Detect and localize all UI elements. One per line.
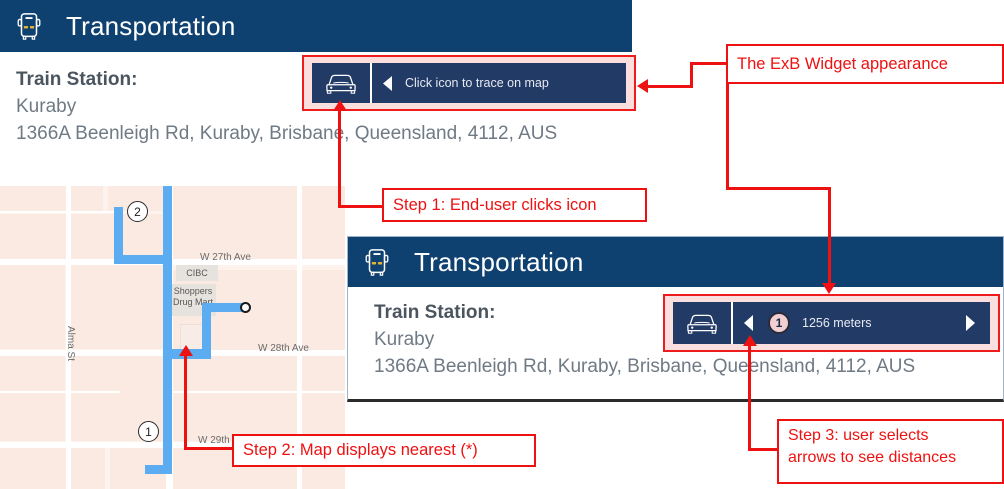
map-block [0, 448, 105, 489]
map-block [0, 186, 103, 211]
card-title: Transportation [66, 10, 236, 41]
map-street-label: W 29th [198, 435, 230, 446]
field-label: Train Station: [374, 302, 496, 323]
field-address: 1366A Beenleigh Rd, Kuraby, Brisbane, Qu… [374, 356, 916, 377]
map-pin-1[interactable]: 1 [138, 421, 159, 442]
callout-text: The ExB Widget appearance [737, 54, 948, 73]
map-road-vertical [66, 186, 71, 489]
map-road-minor [0, 391, 120, 393]
card-body: Train Station: Kuraby 1366A Beenleigh Rd… [0, 52, 660, 147]
exb-bar-text: 1256 meters [802, 316, 872, 330]
map-pin-label: 1 [145, 424, 152, 439]
map-block [0, 214, 168, 259]
map-block [302, 186, 345, 259]
callout-exb-appearance: The ExB Widget appearance [726, 44, 1004, 84]
map-panel[interactable]: CIBC Shoppers Drug Mart W 27th Ave W 28t… [0, 186, 345, 489]
car-front-icon [324, 70, 358, 96]
connector-arrowhead-up [179, 345, 193, 356]
exb-info-bar[interactable]: 1 1256 meters [731, 302, 990, 344]
map-street-label: Alma St [65, 326, 76, 362]
card-title: Transportation [414, 246, 584, 277]
trace-on-map-button[interactable] [312, 63, 370, 103]
connector-line [726, 62, 729, 190]
card-header: Transportation [348, 237, 1003, 287]
caret-right-icon[interactable] [965, 315, 976, 331]
callout-step-1: Step 1: End-user clicks icon [382, 188, 647, 222]
map-poi-label: Shoppers [173, 286, 213, 296]
map-road-minor [172, 391, 345, 393]
trace-on-map-button[interactable] [673, 302, 731, 344]
callout-step-2: Step 2: Map displays nearest (*) [232, 434, 536, 467]
connector-line [184, 447, 234, 450]
connector-arrowhead-up [333, 100, 347, 111]
exb-widget-2[interactable]: 1 1256 meters [663, 294, 1000, 352]
map-road-horizontal [0, 259, 345, 265]
bus-icon [14, 11, 44, 41]
connector-line [690, 62, 693, 87]
connector-arrowhead-down [822, 283, 836, 294]
map-poi-cibc: CIBC [176, 265, 218, 281]
connector-line [184, 355, 187, 450]
car-front-icon [685, 310, 719, 336]
callout-text: Step 3: user selects [788, 427, 929, 444]
map-road-minor [0, 211, 120, 213]
exb-bar-text: Click icon to trace on map [405, 76, 549, 90]
map-block [0, 356, 65, 441]
callout-step-3: Step 3: user selects arrows to see dista… [777, 419, 1004, 484]
caret-left-icon[interactable] [382, 75, 393, 91]
connector-arrowhead-up [743, 335, 757, 346]
bus-icon [362, 247, 392, 277]
caret-left-icon[interactable] [743, 315, 754, 331]
map-route-segment [202, 303, 244, 312]
connector-arrowhead-left [637, 79, 648, 93]
exb-info-bar[interactable]: Click icon to trace on map [370, 63, 626, 103]
map-block [172, 356, 345, 441]
map-block [0, 264, 65, 349]
connector-line [748, 345, 751, 451]
field-label: Train Station: [16, 69, 138, 90]
map-street-label: W 27th Ave [200, 252, 251, 263]
card-header: Transportation [0, 0, 632, 52]
callout-text: Step 2: Map displays nearest (*) [243, 441, 478, 459]
exb-widget-1[interactable]: Click icon to trace on map [302, 55, 636, 111]
map-block [70, 264, 168, 349]
map-route-segment [114, 255, 172, 264]
map-route-segment [163, 186, 172, 474]
map-route-endpoint [240, 302, 251, 313]
map-street-label: W 28th Ave [258, 343, 309, 354]
callout-text: Step 1: End-user clicks icon [393, 195, 597, 214]
map-block [172, 186, 298, 259]
map-road-horizontal [0, 442, 345, 448]
connector-line [726, 187, 831, 190]
card-body: Train Station: Kuraby 1366A Beenleigh Rd… [348, 287, 1003, 380]
callout-text: arrows to see distances [788, 449, 957, 466]
field-station-name: Kuraby [374, 329, 435, 350]
connector-line [338, 205, 384, 208]
map-route-segment [114, 207, 123, 263]
map-pin-2[interactable]: 2 [127, 201, 148, 222]
connector-line [748, 448, 780, 451]
connector-line [828, 187, 831, 285]
field-station-name: Kuraby [16, 96, 77, 117]
map-block [302, 270, 345, 350]
map-poi-label: Drug Mart [173, 297, 214, 307]
map-route-segment [145, 465, 172, 474]
field-address: 1366A Beenleigh Rd, Kuraby, Brisbane, Qu… [16, 123, 558, 144]
map-road-vertical [297, 186, 302, 489]
map-pin-label: 2 [134, 204, 141, 219]
map-route-segment [202, 303, 211, 359]
connector-line [690, 62, 726, 65]
connector-line [338, 110, 341, 208]
distance-index-badge: 1 [768, 312, 790, 334]
connector-line [648, 85, 693, 88]
map-poi-label: CIBC [186, 268, 208, 278]
